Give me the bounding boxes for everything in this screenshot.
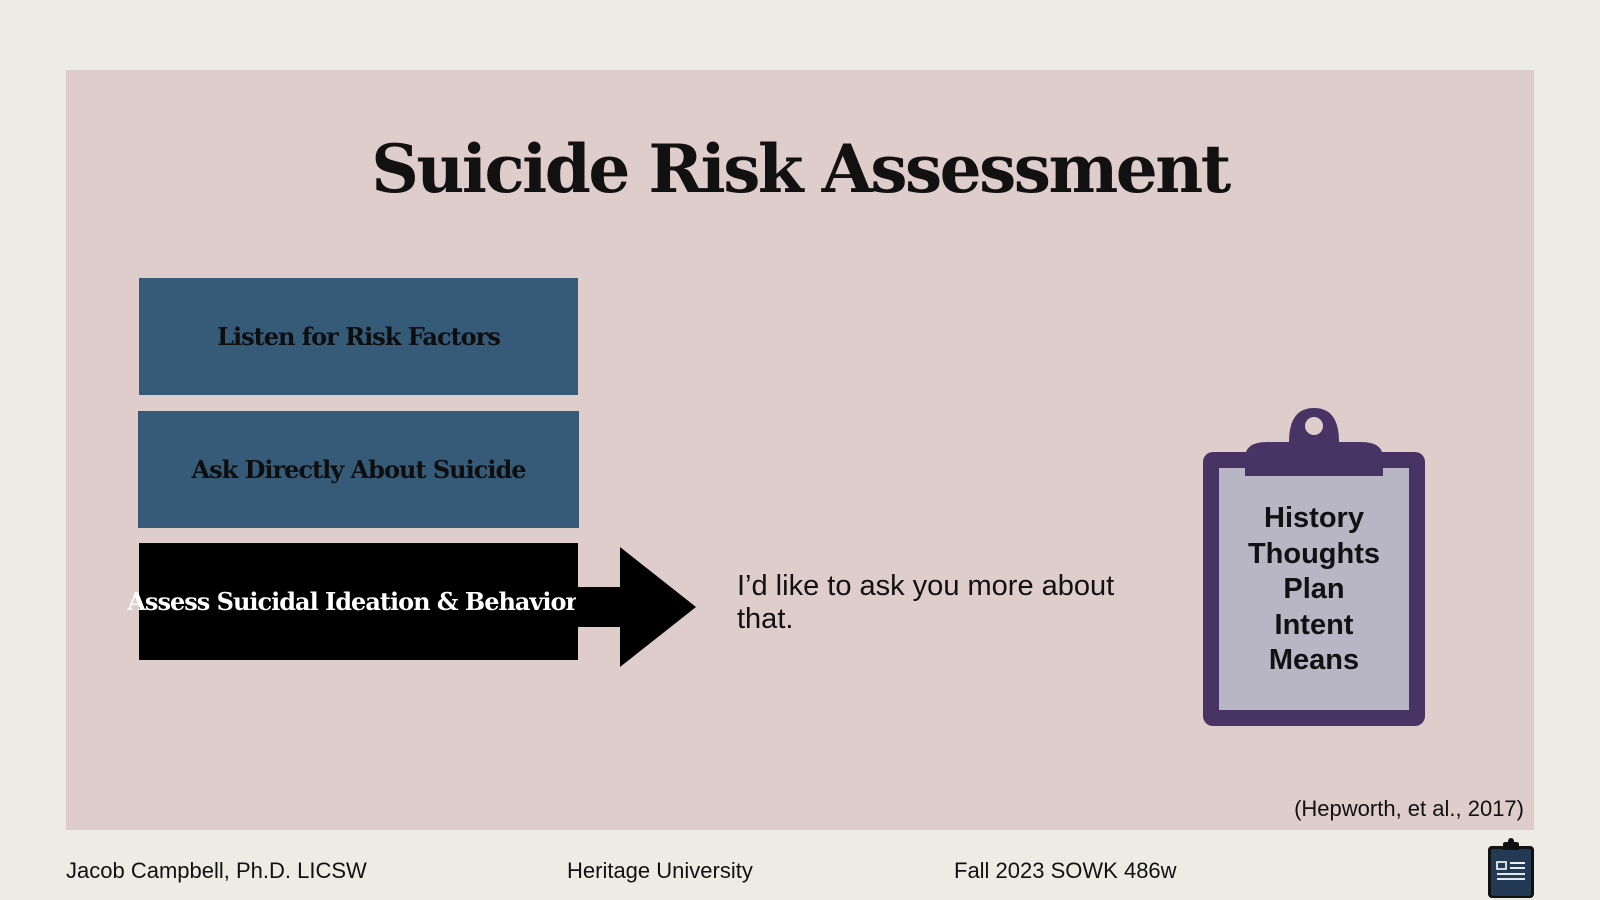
step-ask-directly: Ask Directly About Suicide <box>138 411 579 528</box>
clipboard-item-plan: Plan <box>1283 573 1345 605</box>
footer-school: Heritage University <box>567 858 753 883</box>
step-assess-ideation: Assess Suicidal Ideation & Behaviors <box>127 543 591 660</box>
clipboard-item-intent: Intent <box>1274 608 1354 641</box>
clipboard-item-means: Means <box>1268 644 1360 676</box>
quote-text: I’d like to ask you more about that. <box>737 570 1115 635</box>
clipboard-icon <box>1203 408 1425 726</box>
footer-course: Fall 2023 SOWK 486w <box>954 858 1177 883</box>
clipboard-list: History Thoughts Plan Intent Means <box>1209 501 1419 679</box>
clipboard-item-history: History <box>1264 502 1364 534</box>
slide-title: Suicide Risk Assessment <box>371 130 1231 208</box>
clipboard-item-thoughts: Thoughts <box>1247 537 1381 570</box>
footer-author: Jacob Campbell, Ph.D. LICSW <box>66 858 367 883</box>
step-listen-risk-factors: Listen for Risk Factors <box>139 278 578 395</box>
arrow-right-icon <box>576 547 696 667</box>
citation: (Hepworth, et al., 2017) <box>1294 796 1524 821</box>
footer-clipboard-icon <box>1488 838 1534 898</box>
